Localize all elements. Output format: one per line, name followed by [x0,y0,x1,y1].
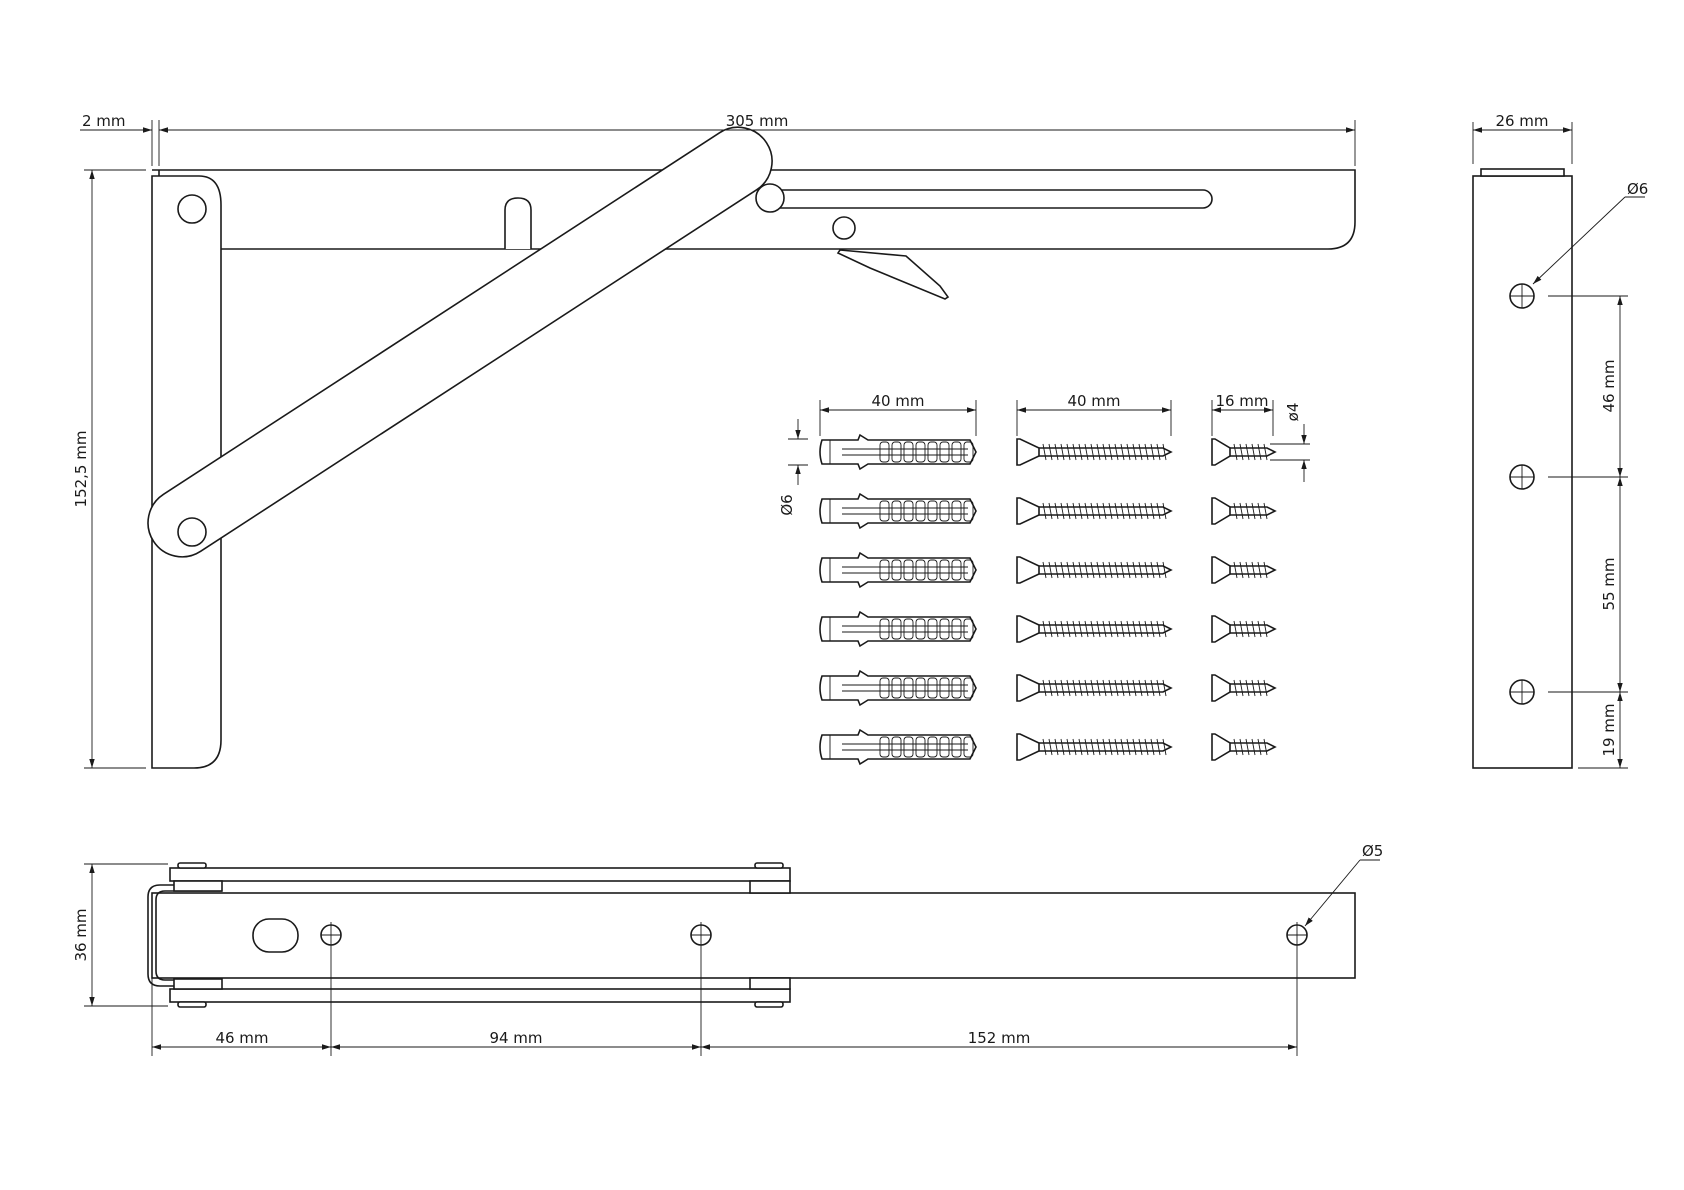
dim-plug-length: 40 mm [871,392,924,410]
wall-plug [819,728,977,766]
long-screw [1016,438,1173,466]
long-screw [1016,733,1173,761]
leg-top-hole [177,194,207,224]
brace-bottom-hole [177,517,207,547]
diagonal-brace [147,126,773,558]
dim-short-screw-length: 16 mm [1215,392,1268,410]
long-screw [1016,497,1173,525]
end-hole-2 [1509,464,1535,490]
short-screw [1211,556,1277,584]
hardware-group: 40 mm Ø6 40 mm 16 mm ø4 [778,392,1310,766]
wall-plug [819,551,977,589]
plan-top-plate [169,867,791,882]
dim-top-length: 305 mm [726,112,789,130]
dim-long-screw-length: 40 mm [1067,392,1120,410]
dim-side-thickness: 2 mm [82,112,126,130]
side-view: 2 mm 305 mm 152,5 mm [72,112,1356,769]
brace-top-hole [755,183,785,213]
dim-end-spacing-middle: 55 mm [1600,557,1618,610]
dim-short-screw-diameter: ø4 [1284,403,1302,422]
plan-oval-slot [252,918,299,953]
dim-plan-spacing-3: 152 mm [968,1029,1031,1047]
dim-plan-width: 36 mm [72,908,90,961]
dim-plan-hole-diameter: Ø5 [1362,842,1383,860]
dim-end-spacing-top: 46 mm [1600,359,1618,412]
dim-end-hole-diameter: Ø6 [1627,180,1648,198]
latch-pivot [832,216,856,240]
dim-plan-spacing-1: 46 mm [215,1029,268,1047]
long-screw [1016,615,1173,643]
plan-main-bar [151,892,1356,979]
arm-slot [775,189,1213,209]
plan-channel [147,884,222,987]
dim-height: 152,5 mm [72,431,90,508]
long-screw [1016,674,1173,702]
end-hole-3 [1509,679,1535,705]
wall-plug [819,492,977,530]
arm-notch [504,197,532,249]
plan-view: 46 mm 94 mm 152 mm 36 mm Ø5 [72,842,1383,1056]
dim-end-spacing-bottom: 19 mm [1600,703,1618,756]
short-screw [1211,674,1277,702]
dim-end-width: 26 mm [1495,112,1548,130]
short-screw [1211,615,1277,643]
latch [836,249,950,300]
top-arm [152,169,1356,250]
short-screw [1211,497,1277,525]
wall-plug [819,433,977,471]
end-view-outline [1472,175,1573,769]
end-view: 26 mm Ø6 46 mm 55 mm 19 mm [1472,112,1648,769]
dim-plan-spacing-2: 94 mm [489,1029,542,1047]
end-hole-1 [1509,283,1535,309]
wall-plug [819,610,977,648]
plan-bottom-plate [169,988,791,1003]
end-view-cap [1480,168,1565,177]
long-screw [1016,556,1173,584]
vertical-leg [151,175,222,769]
short-screw [1211,438,1277,466]
short-screw [1211,733,1277,761]
wall-plug [819,669,977,707]
dim-plug-diameter: Ø6 [778,494,796,515]
